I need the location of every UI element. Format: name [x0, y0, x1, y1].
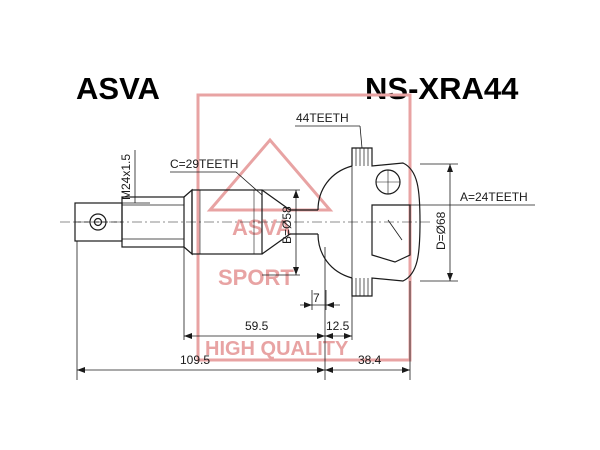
- flange-bottom: [317, 233, 353, 279]
- dim-7-label: 7: [313, 291, 320, 305]
- thread-label: M24x1.5: [119, 154, 133, 200]
- brand-name: ASVA: [76, 71, 160, 106]
- arrowheads: [77, 164, 453, 373]
- watermark-text-2: SPORT: [218, 265, 294, 290]
- shaft-diameter-label: B=Ø58: [280, 206, 294, 244]
- outer-spline-label: A=24TEETH: [460, 190, 528, 204]
- watermark-frame: [196, 93, 412, 362]
- part-outline: [60, 147, 430, 297]
- part-number: NS-XRA44: [365, 71, 519, 106]
- flange-top: [317, 165, 353, 211]
- dim-12-5-label: 12.5: [326, 319, 350, 333]
- watermark: ASVA SPORT HIGH QUALITY: [196, 93, 412, 362]
- watermark-mountain: [206, 137, 334, 212]
- dim-109-5-label: 109.5: [180, 353, 210, 367]
- inner-race: [371, 204, 411, 263]
- dim-59-5-label: 59.5: [245, 319, 269, 333]
- abs-ring-teeth: [355, 148, 369, 296]
- housing-diameter-label: D=Ø68: [434, 211, 448, 250]
- shaft-spline-label: C=29TEETH: [170, 157, 238, 171]
- dim-38-4-label: 38.4: [358, 353, 382, 367]
- abs-ring-label: 44TEETH: [296, 111, 349, 125]
- dimension-lines: [76, 125, 535, 380]
- watermark-text-3: HIGH QUALITY: [205, 338, 349, 360]
